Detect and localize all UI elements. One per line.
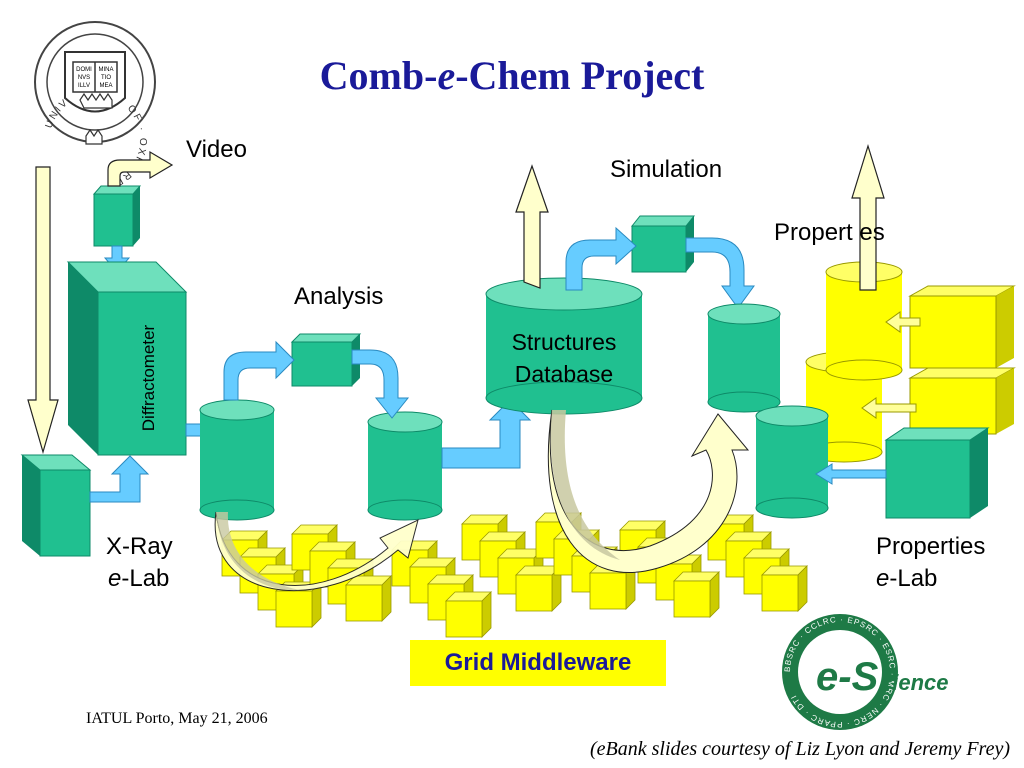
footer-event: IATUL Porto, May 21, 2006 — [86, 710, 268, 727]
footer-credit: (eBank slides courtesy of Liz Lyon and J… — [589, 738, 1010, 760]
oxford-book-text: MEA — [99, 83, 112, 89]
properties-top-label: Propert es — [774, 219, 885, 246]
analysis-loop-arrow-down — [351, 349, 410, 419]
video-output-arrow — [107, 150, 174, 187]
analysis-curved-feedback-arrow — [214, 511, 419, 591]
escience-logo: BBSRC · CCLRC · EPSRC · ESRC · MRC · NER… — [782, 614, 949, 730]
video-label: Video — [186, 136, 247, 163]
oxford-book-text: DOMI — [76, 67, 92, 73]
grid-resource-box — [345, 575, 392, 622]
grid-resource-box — [445, 591, 492, 638]
oxford-book-text: ILLV — [78, 83, 90, 89]
escience-main-text: e-S — [816, 655, 879, 699]
property-box-2 — [908, 367, 1016, 435]
property-box-1 — [908, 285, 1016, 369]
oxford-book-text: NVS — [78, 75, 90, 81]
database-output-arrow — [515, 164, 549, 289]
simulation-loop-arrow-down — [685, 237, 755, 309]
escience-sub-text: cience — [880, 670, 949, 695]
structures-database: Structures Database — [485, 277, 643, 415]
grid-resource-box — [673, 571, 720, 618]
xray-elab-label: e-Lab — [108, 565, 170, 592]
diffractometer-block: Diffractometer — [66, 261, 188, 456]
simulation-box — [630, 215, 696, 273]
oxford-book-text: TIO — [101, 75, 111, 81]
simulation-label: Simulation — [610, 156, 723, 183]
analysis-output-cylinder — [367, 411, 443, 521]
analysis-label: Analysis — [294, 283, 384, 310]
property-arrows — [815, 311, 921, 485]
grid-resource-box — [515, 565, 562, 612]
grid-middleware-label: Grid Middleware — [410, 640, 666, 686]
input-arrow-down — [27, 166, 59, 455]
database-label: Database — [515, 361, 613, 387]
properties-lab-cylinder — [755, 405, 829, 519]
analysis-box — [290, 333, 362, 387]
slide-title: Comb-e-Chem Project — [319, 53, 705, 98]
structures-label: Structures — [512, 329, 617, 355]
simulation-output-cylinder — [707, 303, 781, 413]
properties-lab-label: Properties — [876, 533, 986, 560]
video-camera-box — [92, 185, 142, 247]
grid-resources — [221, 512, 808, 638]
analysis-loop-arrow-up — [223, 340, 295, 401]
grid-resource-box — [761, 565, 808, 612]
xray-label: X-Ray — [106, 533, 173, 560]
analysis-input-cylinder — [199, 399, 275, 521]
xray-to-diffractometer-arrow — [89, 455, 150, 503]
properties-output-arrow — [851, 143, 885, 291]
database-curved-feedback-arrow — [547, 409, 750, 573]
oxford-book-text: MINA — [99, 67, 114, 73]
diffractometer-label: Diffractometer — [139, 324, 158, 431]
properties-elab-label: e-Lab — [876, 565, 938, 592]
property-teal-box — [884, 427, 990, 519]
simulation-loop-arrow-up — [565, 226, 637, 291]
xray-sample-box — [20, 454, 92, 557]
